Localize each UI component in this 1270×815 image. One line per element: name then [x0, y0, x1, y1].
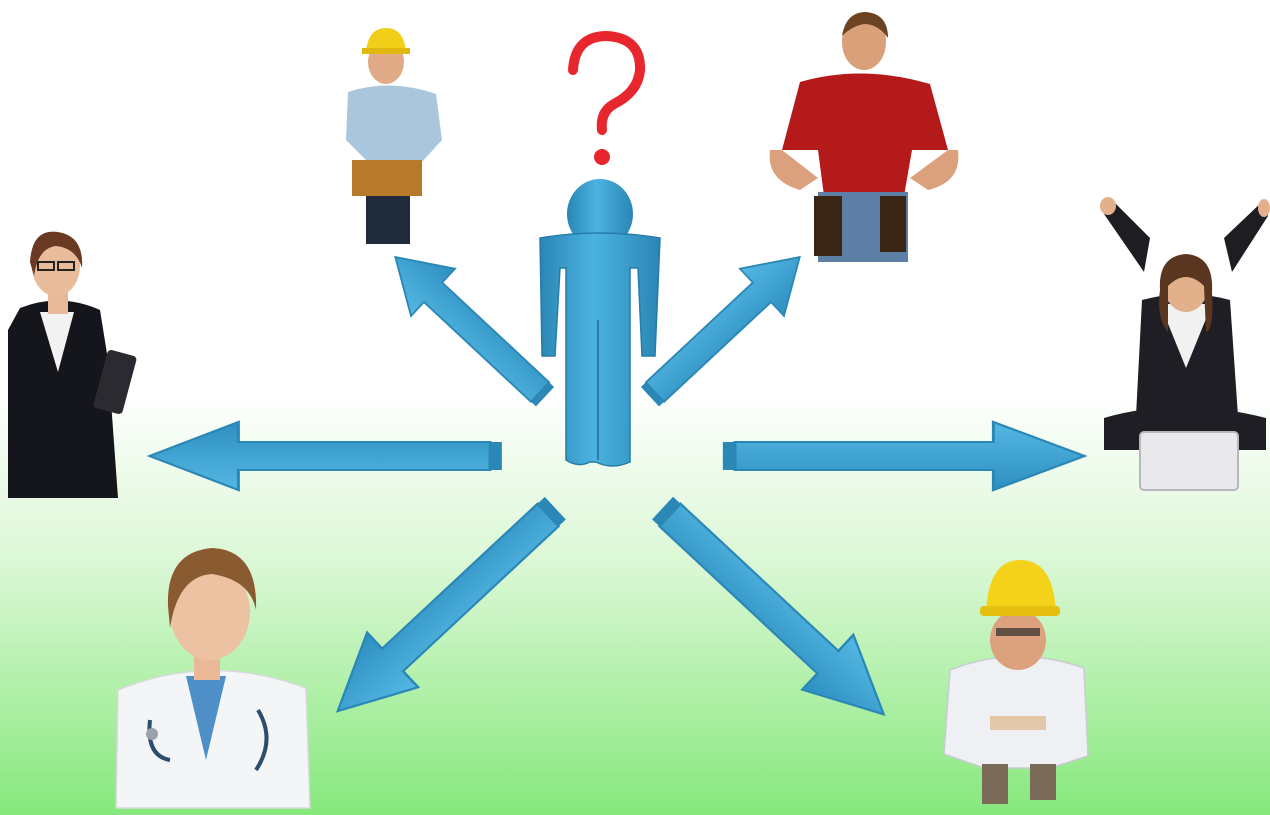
- doctor-figure: [115, 548, 311, 809]
- businesswoman-figure: [8, 231, 137, 498]
- question-mark: [568, 30, 645, 165]
- engineer-figure: [943, 560, 1089, 804]
- central-person-figure: [539, 179, 661, 467]
- construction-worker-figure: [346, 28, 442, 244]
- handyman-figure: [769, 12, 959, 262]
- cheering-woman-figure: [1100, 197, 1270, 491]
